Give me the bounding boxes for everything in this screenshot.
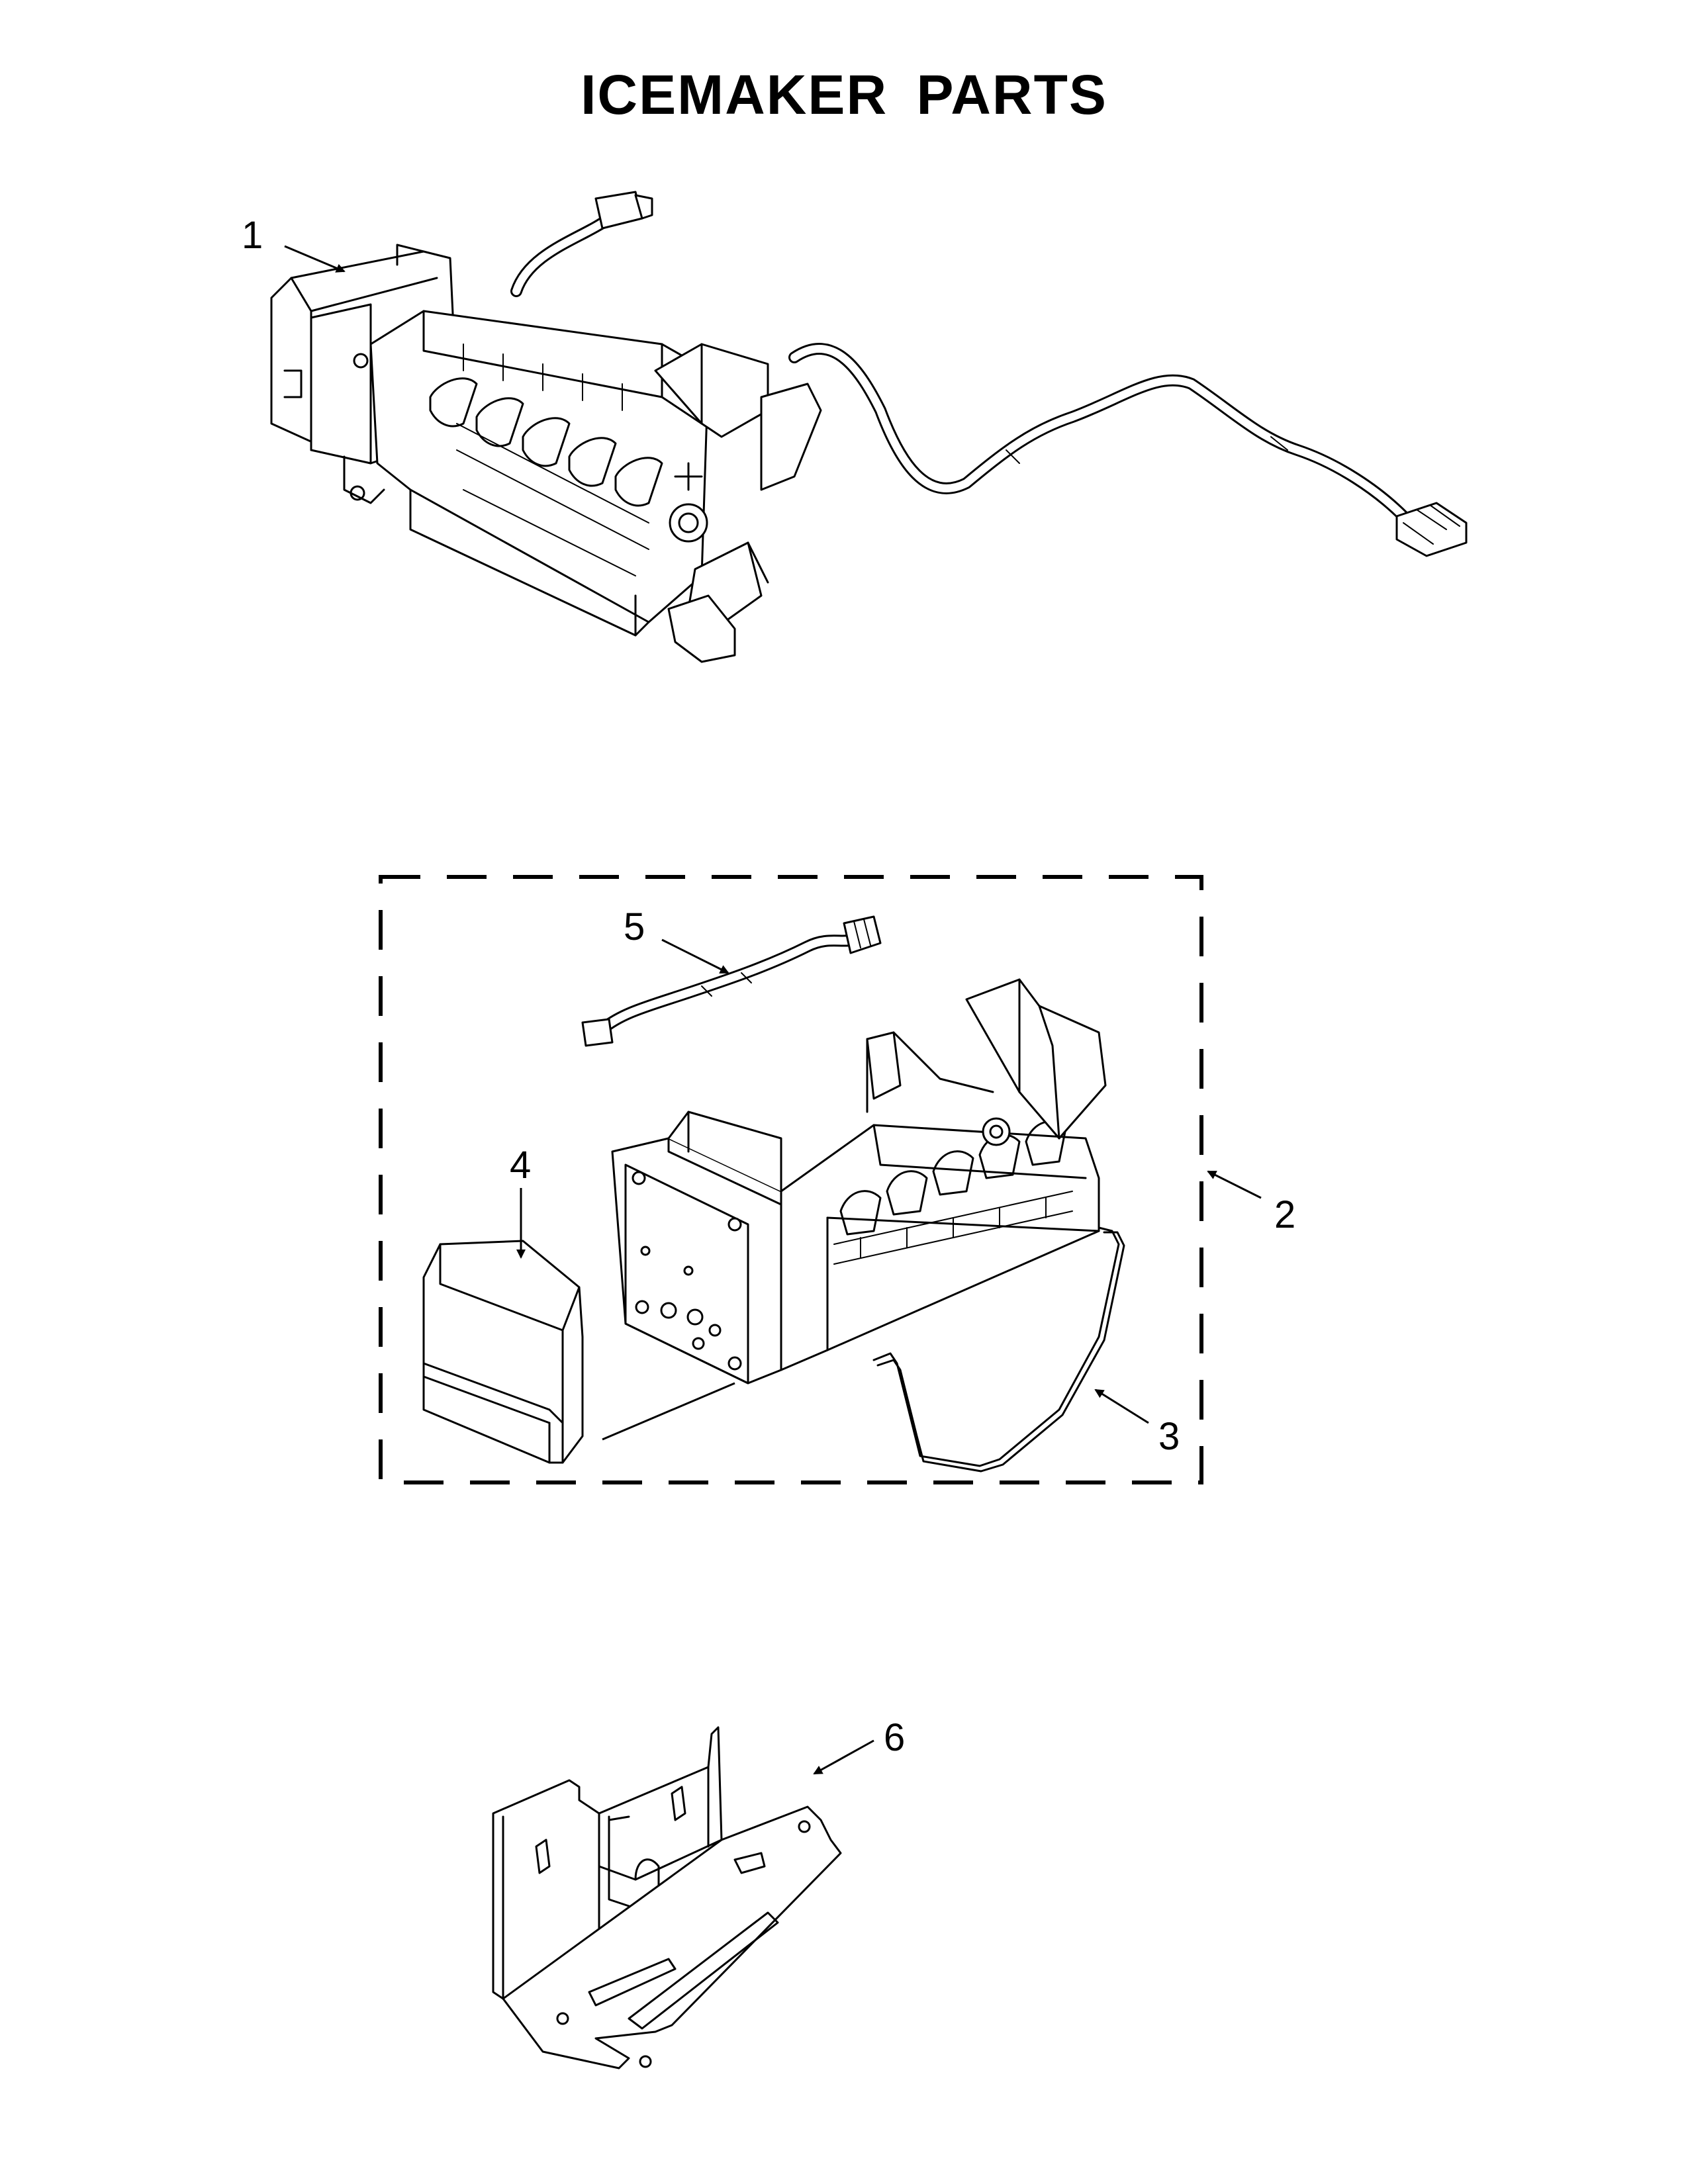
callout-4-label: 4 xyxy=(510,1144,531,1187)
kit-boundary-dashed-box xyxy=(379,875,1203,1484)
callout-2: 2 xyxy=(1207,1170,1295,1236)
callout-1: 1 xyxy=(242,214,346,273)
part-1-icemaker-assembly xyxy=(270,191,1468,663)
callout-1-label: 1 xyxy=(242,214,263,257)
part-5-wire-harness xyxy=(581,915,882,1047)
callout-6-label: 6 xyxy=(884,1716,905,1759)
page-title: ICEMAKER PARTS xyxy=(581,64,1107,126)
callout-3: 3 xyxy=(1094,1388,1180,1458)
callout-2-label: 2 xyxy=(1274,1193,1295,1236)
part-4-cover xyxy=(422,1240,584,1464)
part-6-mounting-bracket xyxy=(492,1726,842,2070)
callout-5: 5 xyxy=(624,905,729,974)
callout-6: 6 xyxy=(813,1716,905,1775)
callout-5-label: 5 xyxy=(624,905,645,948)
callout-3-label: 3 xyxy=(1158,1415,1180,1458)
part-3-shutoff-arm xyxy=(872,1226,1125,1473)
callout-4: 4 xyxy=(510,1144,531,1259)
cover-mount-line xyxy=(602,1382,735,1441)
kit-icemaker-body xyxy=(611,978,1107,1385)
